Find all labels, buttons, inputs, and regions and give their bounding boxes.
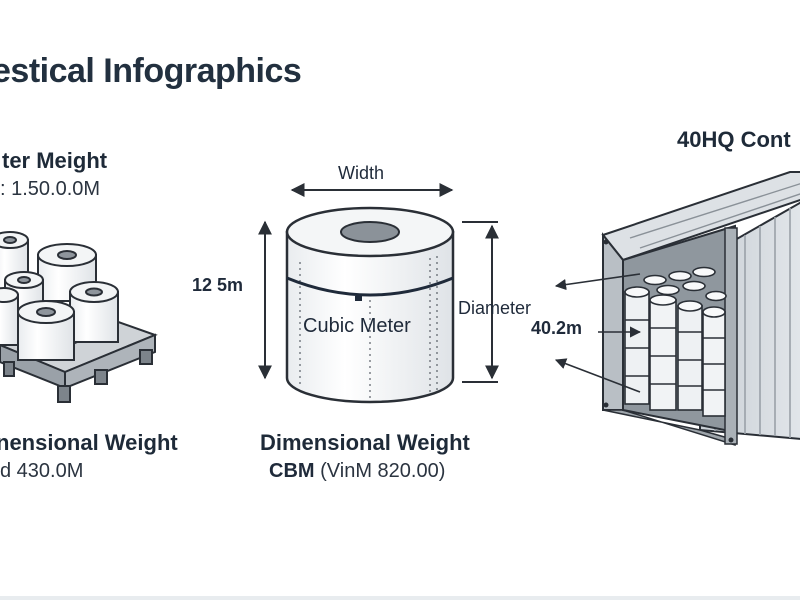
container-arrow-bottom (554, 358, 641, 393)
left-bottom-value: d 430.0M (0, 460, 84, 482)
container-arrow-top (554, 273, 641, 291)
diameter-label: Diameter (458, 298, 532, 318)
container-measure-label: 40.2m (531, 318, 583, 338)
left-top-heading: ter Meight (2, 148, 108, 173)
page-title: estical Infographics (0, 52, 302, 90)
footer-divider (0, 596, 800, 600)
width-label: Width (338, 163, 385, 183)
container (554, 171, 800, 447)
left-bottom-heading: nensional Weight (0, 430, 178, 455)
roll-body-label: Cubic Meter (303, 315, 411, 337)
center-sub-reg: (VinM 820.00) (320, 460, 446, 482)
center-roll (258, 183, 499, 404)
center-heading: Dimensional Weight (260, 430, 470, 455)
container-heading: 40HQ Cont (677, 127, 791, 152)
container-rolls (624, 266, 727, 417)
height-label: 12 5m (192, 275, 244, 295)
center-sub-bold: CBM (269, 460, 315, 482)
pallet-group (0, 231, 158, 403)
center-subheading: CBM (VinM 820.00) (269, 460, 445, 483)
left-top-value: : 1.50.0.0M (0, 178, 101, 200)
pallet-rolls (0, 231, 119, 361)
diameter-bracket (462, 221, 499, 383)
